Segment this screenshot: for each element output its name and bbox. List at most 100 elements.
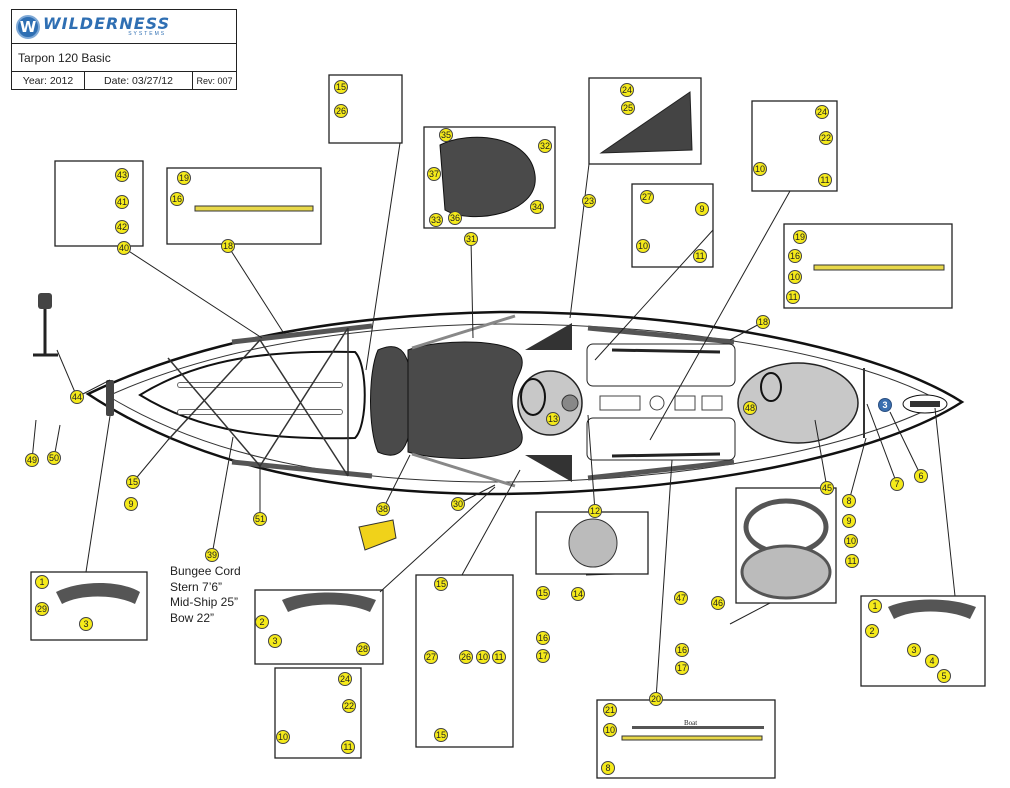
boat-label: Boat [684, 719, 698, 727]
part-callout-17: 17 [675, 661, 689, 675]
part-callout-1: 1 [868, 599, 882, 613]
side-rail [587, 459, 735, 481]
date-field: Date: 03/27/12 [85, 72, 193, 90]
part-callout-32: 32 [538, 139, 552, 153]
part-callout-7: 7 [890, 477, 904, 491]
part-callout-16: 16 [675, 643, 689, 657]
part-callout-50: 50 [47, 451, 61, 465]
part-callout-46: 46 [711, 596, 725, 610]
rudder-part [38, 293, 52, 309]
part-callout-41: 41 [115, 195, 129, 209]
part-callout-34: 34 [530, 200, 544, 214]
part-callout-20: 20 [649, 692, 663, 706]
brand-name: WILDERNESS [43, 14, 171, 33]
part-callout-18: 18 [756, 315, 770, 329]
bungee-note-line: Stern 7’6” [170, 579, 223, 594]
part-callout-14: 14 [571, 587, 585, 601]
detail-box-cleat [54, 160, 144, 247]
tank-well [138, 350, 366, 440]
part-callout-24: 24 [338, 672, 352, 686]
part-callout-9: 9 [124, 497, 138, 511]
day-hatch [517, 370, 583, 436]
brand-logo: W WILDERNESS SYSTEMS [12, 10, 236, 44]
seat-bracket-part [358, 519, 397, 551]
seat-illustration [439, 136, 536, 217]
part-callout-27: 27 [424, 650, 438, 664]
part-callout-40: 40 [117, 241, 131, 255]
part-callout-16: 16 [170, 192, 184, 206]
part-callout-24: 24 [815, 105, 829, 119]
part-callout-28: 28 [356, 642, 370, 656]
part-callout-31: 31 [464, 232, 478, 246]
part-callout-8: 8 [601, 761, 615, 775]
bow-hatch [737, 362, 859, 444]
part-callout-35: 35 [439, 128, 453, 142]
part-illustrations [33, 91, 976, 741]
part-callout-42: 42 [115, 220, 129, 234]
part-callout-23: 23 [582, 194, 596, 208]
part-callout-15: 15 [334, 80, 348, 94]
kayak-hull [85, 310, 965, 496]
part-callout-11: 11 [492, 650, 506, 664]
part-callout-19: 19 [793, 230, 807, 244]
part-callout-33: 33 [429, 213, 443, 227]
part-callout-26: 26 [334, 104, 348, 118]
part-callout-9: 9 [842, 514, 856, 528]
part-callout-38: 38 [376, 502, 390, 516]
bungee-note-line: Mid-Ship 25” [170, 595, 239, 609]
year-field: Year: 2012 [12, 72, 85, 90]
round-hatch-illustration [568, 518, 618, 568]
revision-field: Rev: 007 [196, 76, 233, 86]
part-callout-11: 11 [786, 290, 800, 304]
deck-recess [599, 395, 641, 411]
part-callout-15: 15 [434, 728, 448, 742]
seat-strap [411, 452, 516, 488]
part-callout-43: 43 [115, 168, 129, 182]
stern-toggle-handle [106, 380, 114, 416]
part-callout-44: 44 [70, 390, 84, 404]
part-callout-3: 3 [907, 643, 921, 657]
part-callout-3: 3 [79, 617, 93, 631]
part-callout-6: 6 [914, 469, 928, 483]
part-callout-47: 47 [674, 591, 688, 605]
part-callout-3: 3 [268, 634, 282, 648]
foot-brace-rail [621, 735, 763, 741]
brand-badge-decal: 3 [878, 398, 892, 412]
part-callout-11: 11 [341, 740, 355, 754]
part-callout-15: 15 [536, 586, 550, 600]
part-callout-48: 48 [743, 401, 757, 415]
part-callout-26: 26 [459, 650, 473, 664]
oval-hatch-illustration [740, 544, 832, 600]
seat [370, 314, 523, 488]
side-rail [587, 325, 735, 345]
part-callout-11: 11 [693, 249, 707, 263]
part-callout-22: 22 [342, 699, 356, 713]
part-callout-39: 39 [205, 548, 219, 562]
part-callout-12: 12 [588, 504, 602, 518]
part-callout-4: 4 [925, 654, 939, 668]
hatch-logo [561, 394, 579, 412]
part-callout-11: 11 [818, 173, 832, 187]
part-callout-18: 18 [221, 239, 235, 253]
bungee-note-title: Bungee Cord [170, 564, 241, 578]
foot-well [586, 417, 736, 461]
part-callout-8: 8 [842, 494, 856, 508]
bow-toggle-handle [910, 401, 940, 407]
bow-deck-pad [525, 323, 572, 350]
part-callout-19: 19 [177, 171, 191, 185]
part-callout-25: 25 [621, 101, 635, 115]
handle-illustration [56, 583, 140, 604]
part-callout-29: 29 [35, 602, 49, 616]
part-callout-2: 2 [865, 624, 879, 638]
bow-deck-pad [525, 455, 572, 482]
part-callout-1: 1 [35, 575, 49, 589]
bungee-cords [167, 327, 349, 477]
part-callout-11: 11 [845, 554, 859, 568]
logo-emblem-icon: W [16, 14, 40, 39]
bungee-note-line: Bow 22” [170, 610, 215, 625]
part-callout-36: 36 [448, 211, 462, 225]
handle-illustration [282, 592, 376, 612]
part-callout-10: 10 [753, 162, 767, 176]
part-callout-24: 24 [620, 83, 634, 97]
